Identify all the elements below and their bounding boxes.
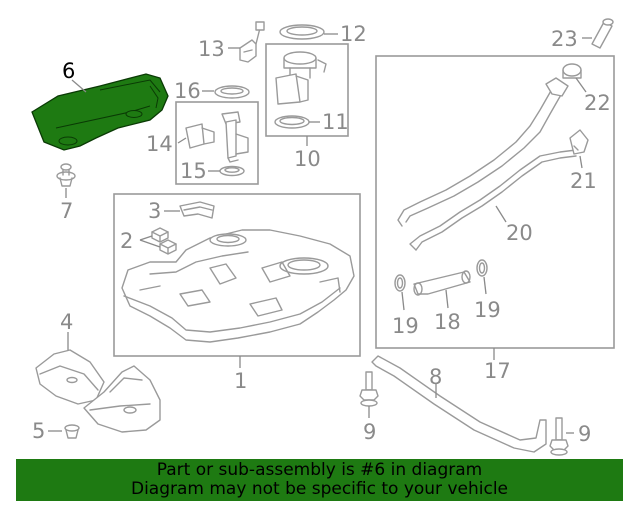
notice-line-2: Diagram may not be specific to your vehi… xyxy=(130,479,508,499)
callout-5: 5 xyxy=(32,419,46,443)
leader-19a xyxy=(401,291,405,311)
part-14-sender-unit xyxy=(185,111,249,163)
part-3-pad xyxy=(179,201,215,219)
leader-22 xyxy=(575,77,587,93)
part-19-clamp-left xyxy=(394,274,406,292)
part-10-fuel-pump xyxy=(275,51,327,105)
leader-19b xyxy=(483,276,487,295)
callout-10: 10 xyxy=(294,147,321,171)
part-5-clip xyxy=(64,424,80,439)
callout-14: 14 xyxy=(146,132,173,156)
callout-19-left: 19 xyxy=(392,314,419,338)
callout-7: 7 xyxy=(60,199,74,223)
leader-21 xyxy=(579,155,583,169)
part-9-bolt-right xyxy=(549,417,569,456)
part-2-pads xyxy=(139,227,177,255)
part-7-clip xyxy=(56,163,76,187)
callout-3: 3 xyxy=(148,199,162,223)
part-18-hose xyxy=(413,270,471,296)
callout-19-right: 19 xyxy=(474,298,501,322)
callout-9-right: 9 xyxy=(578,422,592,446)
callout-21: 21 xyxy=(570,169,597,193)
callout-15: 15 xyxy=(180,159,207,183)
part-21-bracket xyxy=(569,129,589,155)
part-9-bolt-left xyxy=(359,371,379,407)
part-19-clamp-right xyxy=(476,259,488,277)
leader-6 xyxy=(71,79,87,93)
callout-9-left: 9 xyxy=(363,420,377,444)
callout-18: 18 xyxy=(434,310,461,334)
notice-banner: Part or sub-assembly is #6 in diagram Di… xyxy=(16,459,623,501)
part-12-lock-ring xyxy=(279,24,325,40)
part-1-fuel-tank xyxy=(121,229,355,343)
part-1-frame xyxy=(113,193,361,357)
callout-12: 12 xyxy=(340,22,367,46)
part-4-heat-shields xyxy=(35,349,161,433)
leader-20 xyxy=(495,205,507,223)
callout-20: 20 xyxy=(506,221,533,245)
part-20-filler-pipe xyxy=(397,77,577,251)
part-6-heat-shield[interactable] xyxy=(31,73,169,151)
callout-13: 13 xyxy=(198,37,225,61)
part-13-bracket xyxy=(239,21,265,63)
part-15-o-ring xyxy=(219,165,245,177)
part-23-plug xyxy=(591,18,614,49)
callout-17: 17 xyxy=(484,359,511,383)
leader-18 xyxy=(445,289,449,309)
part-11-seal xyxy=(274,115,310,129)
callout-22: 22 xyxy=(584,91,611,115)
notice-line-1: Part or sub-assembly is #6 in diagram xyxy=(156,460,483,480)
callout-1: 1 xyxy=(234,369,248,393)
callout-16: 16 xyxy=(174,79,201,103)
callout-11: 11 xyxy=(322,110,349,134)
part-17-frame xyxy=(375,55,615,349)
callout-2: 2 xyxy=(120,229,134,253)
callout-6: 6 xyxy=(62,59,76,83)
callout-8: 8 xyxy=(429,365,443,389)
part-16-ring xyxy=(214,85,250,99)
part-14-frame xyxy=(175,101,259,185)
callout-23: 23 xyxy=(551,27,578,51)
part-8-strap xyxy=(371,355,547,453)
leader-14 xyxy=(177,137,187,144)
callout-4: 4 xyxy=(60,310,74,334)
part-22-cap xyxy=(562,63,582,79)
